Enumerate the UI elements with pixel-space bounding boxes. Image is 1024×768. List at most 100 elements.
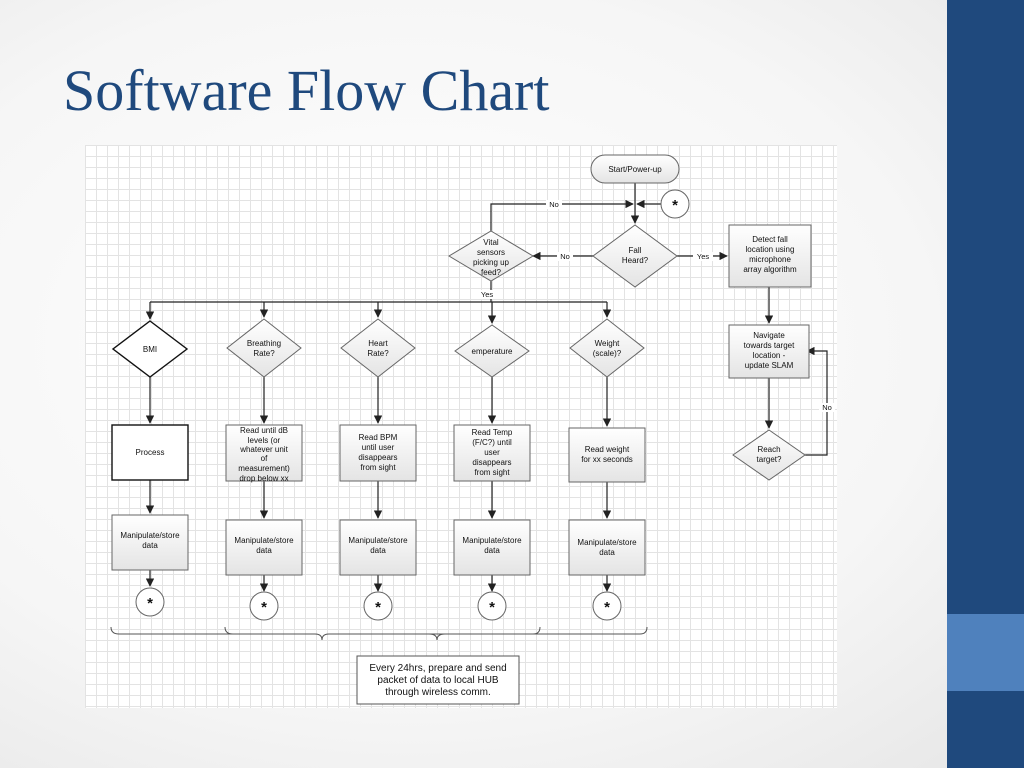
svg-text:for xx seconds: for xx seconds (581, 455, 633, 464)
svg-text:measurement): measurement) (238, 464, 290, 473)
svg-text:data: data (256, 546, 272, 555)
svg-text:packet of data to local HUB: packet of data to local HUB (377, 675, 499, 686)
svg-text:Detect fall: Detect fall (752, 235, 788, 244)
svg-text:until user: until user (362, 443, 395, 452)
svg-text:(scale)?: (scale)? (593, 349, 622, 358)
svg-text:target?: target? (757, 455, 782, 464)
svg-text:Read BPM: Read BPM (359, 433, 398, 442)
svg-text:Navigate: Navigate (753, 331, 785, 340)
svg-text:Weight: Weight (595, 339, 621, 348)
svg-text:Read Temp: Read Temp (472, 428, 513, 437)
connector-node-weight: * (592, 591, 622, 621)
svg-text:Manipulate/store: Manipulate/store (577, 538, 637, 547)
fall-heard-decision: Fall Heard? (592, 224, 678, 288)
svg-text:disappears: disappears (358, 453, 397, 462)
read-bpm-box: Read BPM until user disappears from sigh… (339, 424, 417, 482)
svg-text:data: data (142, 541, 158, 550)
breathing-rate-decision: Breathing Rate? (226, 318, 302, 378)
svg-text:from sight: from sight (474, 468, 510, 477)
svg-text:Process: Process (136, 448, 165, 457)
svg-text:Manipulate/store: Manipulate/store (120, 531, 180, 540)
svg-text:Manipulate/store: Manipulate/store (234, 536, 294, 545)
manipulate-box-temperature: Manipulate/store data (453, 519, 531, 576)
svg-text:location -: location - (753, 351, 786, 360)
svg-text:Start/Power-up: Start/Power-up (608, 165, 662, 174)
svg-text:Yes: Yes (697, 252, 709, 261)
svg-text:drop below xx: drop below xx (239, 474, 288, 483)
svg-text:Heard?: Heard? (622, 256, 649, 265)
svg-text:update SLAM: update SLAM (745, 361, 794, 370)
svg-text:array algorithm: array algorithm (743, 265, 797, 274)
svg-text:from sight: from sight (360, 463, 396, 472)
svg-text:through wireless comm.: through wireless comm. (385, 687, 491, 698)
edge-label-yes-fall: Yes (693, 252, 713, 261)
manipulate-box-bmi: Manipulate/store data (111, 514, 189, 571)
vital-no-loop-arrow (490, 199, 634, 231)
svg-text:data: data (484, 546, 500, 555)
connector-node-breathing: * (249, 591, 279, 621)
svg-text:Fall: Fall (629, 246, 642, 255)
svg-text:feed?: feed? (481, 268, 502, 277)
manipulate-box-heart: Manipulate/store data (339, 519, 417, 576)
connector-node-top: * (660, 189, 690, 219)
svg-text:*: * (147, 595, 153, 612)
manipulate-box-weight: Manipulate/store data (568, 519, 646, 576)
temperature-decision: emperature (454, 324, 530, 378)
flowchart-svg: Start/Power-up * Fall Heard? Vital senso… (110, 154, 835, 705)
read-temp-box: Read Temp (F/C?) until user disappears f… (453, 424, 531, 482)
svg-text:(F/C?) until: (F/C?) until (472, 438, 512, 447)
read-weight-box: Read weight for xx seconds (568, 427, 646, 483)
svg-text:whatever unit: whatever unit (239, 445, 288, 454)
svg-text:picking up: picking up (473, 258, 510, 267)
edge-label-yes-vital: Yes (477, 290, 497, 299)
navigate-box: Navigate towards target location - updat… (728, 324, 810, 379)
svg-text:*: * (375, 599, 381, 616)
edge-label-no-fall: No (557, 252, 573, 261)
svg-text:Manipulate/store: Manipulate/store (348, 536, 408, 545)
svg-text:emperature: emperature (472, 347, 513, 356)
process-box: Process (111, 424, 189, 481)
svg-text:Rate?: Rate? (367, 349, 389, 358)
svg-text:towards target: towards target (744, 341, 795, 350)
grouping-brace (110, 626, 648, 641)
svg-text:Rate?: Rate? (253, 349, 275, 358)
svg-text:*: * (489, 599, 495, 616)
start-node: Start/Power-up (590, 154, 680, 184)
weight-decision: Weight (scale)? (569, 318, 645, 378)
bmi-decision: BMI (111, 320, 189, 378)
vital-sensors-decision: Vital sensors picking up feed? (448, 230, 534, 282)
connector-lines (145, 183, 828, 592)
side-accent-block (947, 614, 1024, 691)
hub-transmit-box: Every 24hrs, prepare and send packet of … (356, 655, 520, 705)
svg-text:microphone: microphone (749, 255, 791, 264)
detect-fall-box: Detect fall location using microphone ar… (728, 224, 812, 288)
flowchart-canvas: Start/Power-up * Fall Heard? Vital senso… (85, 145, 837, 708)
svg-text:No: No (822, 403, 832, 412)
svg-text:Reach: Reach (757, 445, 780, 454)
svg-text:location using: location using (746, 245, 795, 254)
svg-text:Manipulate/store: Manipulate/store (462, 536, 522, 545)
svg-text:data: data (599, 548, 615, 557)
svg-text:*: * (261, 599, 267, 616)
svg-text:BMI: BMI (143, 345, 157, 354)
svg-text:Every 24hrs, prepare and send: Every 24hrs, prepare and send (369, 663, 506, 674)
read-db-box: Read until dB levels (or whatever unit o… (225, 424, 303, 483)
edge-label-no-reach: No (819, 403, 835, 412)
svg-text:*: * (672, 197, 678, 214)
svg-text:of: of (261, 454, 268, 463)
connector-node-bmi: * (135, 587, 165, 617)
edge-label-no-top: No (546, 200, 562, 209)
connector-node-heart: * (363, 591, 393, 621)
svg-text:No: No (549, 200, 559, 209)
svg-text:data: data (370, 546, 386, 555)
svg-text:Read until dB: Read until dB (240, 426, 288, 435)
svg-text:levels (or: levels (or (248, 436, 281, 445)
svg-text:disappears: disappears (472, 458, 511, 467)
svg-text:*: * (604, 599, 610, 616)
reach-target-decision: Reach target? (732, 429, 806, 481)
svg-text:Vital: Vital (483, 238, 499, 247)
svg-text:No: No (560, 252, 570, 261)
svg-text:Heart: Heart (368, 339, 388, 348)
heart-rate-decision: Heart Rate? (340, 318, 416, 378)
svg-text:user: user (484, 448, 500, 457)
